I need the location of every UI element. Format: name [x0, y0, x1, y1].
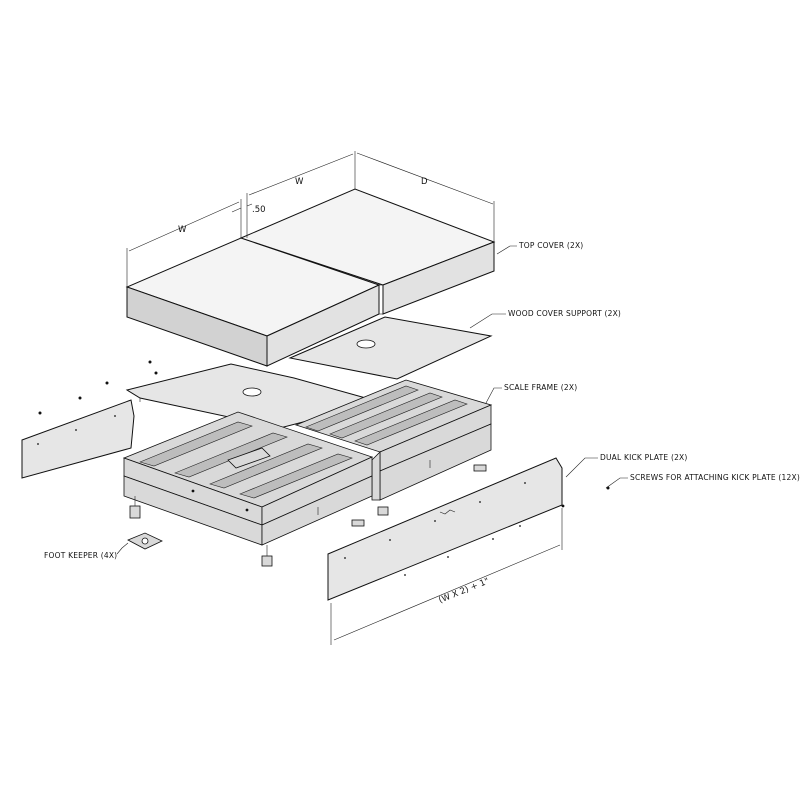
callout-leaders — [116, 245, 628, 555]
foot — [129, 505, 141, 519]
top-cover-right-side — [382, 241, 495, 315]
dim-gap: .50 — [252, 205, 266, 215]
dim-w-left: W — [178, 225, 187, 235]
foot-keeper — [127, 532, 163, 550]
dim-d: D — [421, 177, 428, 187]
dim-w-top: W — [295, 177, 304, 187]
dual-kick-plate — [327, 457, 610, 601]
kick-plate-back-panel — [21, 399, 135, 479]
dual-kick-plate-panel — [327, 457, 563, 601]
dim-kick-length: (W X 2) + 1" — [437, 576, 490, 605]
label-dual-kick-plate: DUAL KICK PLATE (2X) — [600, 453, 688, 462]
label-screws: SCREWS FOR ATTACHING KICK PLATE (12X) — [630, 473, 800, 482]
label-wood-cover-support: WOOD COVER SUPPORT (2X) — [508, 309, 621, 318]
foot — [261, 555, 273, 567]
foot — [351, 519, 365, 527]
label-foot-keeper: FOOT KEEPER (4X) — [44, 551, 117, 560]
wood-cover-support-right — [288, 316, 493, 380]
support-left-hole — [242, 387, 262, 397]
label-scale-frame: SCALE FRAME (2X) — [504, 383, 577, 392]
top-cover-assembly — [125, 188, 496, 367]
support-right-hole — [356, 339, 376, 349]
label-top-cover: TOP COVER (2X) — [518, 241, 583, 250]
cover-dimensions: W W .50 D — [126, 151, 495, 287]
wood-cover-support-assembly — [125, 316, 493, 432]
scale-frame-right — [294, 379, 493, 516]
kick-plate-back — [21, 360, 158, 479]
scale-frame-left — [122, 411, 374, 567]
